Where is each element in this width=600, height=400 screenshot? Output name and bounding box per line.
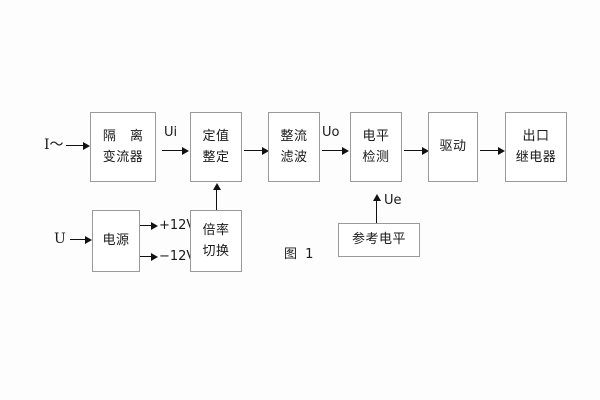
- block-isolation-ct: 隔 离 变流器: [90, 112, 156, 182]
- block-level-detect-line2: 检测: [362, 150, 390, 165]
- block-power-supply: 电源: [92, 210, 140, 272]
- block-reference-level-line1: 参考电平: [351, 232, 406, 248]
- block-rectify-filter-line2: 滤波: [280, 150, 308, 165]
- signal-ui-label: Ui: [164, 125, 178, 140]
- connector-driver-to-relay: [480, 150, 500, 151]
- signal-uo-label: Uo: [322, 125, 340, 140]
- block-output-relay: 出口 继电器: [505, 112, 567, 182]
- voltage-input-lead: [70, 239, 88, 240]
- block-power-supply-line1: 电源: [102, 233, 130, 249]
- figure-caption: 图 1: [284, 247, 316, 262]
- block-isolation-ct-line1: 隔 离: [102, 128, 149, 144]
- connector-driver-to-relay-arrowhead: [498, 146, 505, 155]
- block-rectify-filter: 整流 滤波: [268, 112, 320, 182]
- block-output-relay-line1: 出口: [522, 128, 550, 144]
- current-input-label: I～: [44, 137, 64, 153]
- block-multiplier-switch-line1: 倍率: [202, 222, 230, 238]
- block-multiplier-switch-line2: 切换: [202, 244, 230, 259]
- block-setting-value: 定值 整定: [190, 112, 242, 182]
- connector-uo-arrowhead: [342, 146, 349, 155]
- connector-multiplier-to-setting-arrowhead: [212, 183, 221, 190]
- connector-ue-arrowhead: [372, 194, 381, 201]
- connector-ui: [162, 150, 184, 151]
- connector-ui-arrowhead: [182, 146, 189, 155]
- signal-ue-label: Ue: [384, 193, 402, 208]
- rail-positive-label: +12V: [159, 218, 196, 233]
- connector-setting-to-rectify: [244, 150, 264, 151]
- block-isolation-ct-line2: 变流器: [102, 150, 144, 165]
- block-output-relay-line2: 继电器: [515, 150, 557, 165]
- connector-rail-negative-arrowhead: [151, 252, 158, 261]
- connector-uo: [322, 150, 344, 151]
- block-level-detect: 电平 检测: [350, 112, 402, 182]
- connector-rail-negative: [140, 256, 154, 257]
- block-multiplier-switch: 倍率 切换: [190, 210, 242, 272]
- connector-setting-to-rectify-arrowhead: [262, 146, 269, 155]
- connector-multiplier-to-setting: [216, 189, 217, 210]
- connector-detect-to-driver: [404, 150, 424, 151]
- voltage-input-arrowhead: [85, 235, 92, 244]
- block-setting-value-line2: 整定: [202, 150, 230, 165]
- block-driver: 驱动: [428, 112, 478, 182]
- connector-detect-to-driver-arrowhead: [422, 146, 429, 155]
- connector-ue: [376, 200, 377, 223]
- block-setting-value-line1: 定值: [202, 128, 230, 144]
- block-reference-level: 参考电平: [338, 223, 420, 257]
- connector-rail-positive: [140, 225, 154, 226]
- rail-negative-label: −12V: [159, 249, 196, 264]
- voltage-input-label: U: [54, 231, 66, 247]
- block-driver-line1: 驱动: [439, 139, 467, 155]
- block-level-detect-line1: 电平: [362, 128, 390, 144]
- current-input-arrowhead: [83, 141, 90, 150]
- current-input-lead: [66, 145, 85, 146]
- connector-rail-positive-arrowhead: [151, 221, 158, 230]
- block-rectify-filter-line1: 整流: [280, 128, 308, 144]
